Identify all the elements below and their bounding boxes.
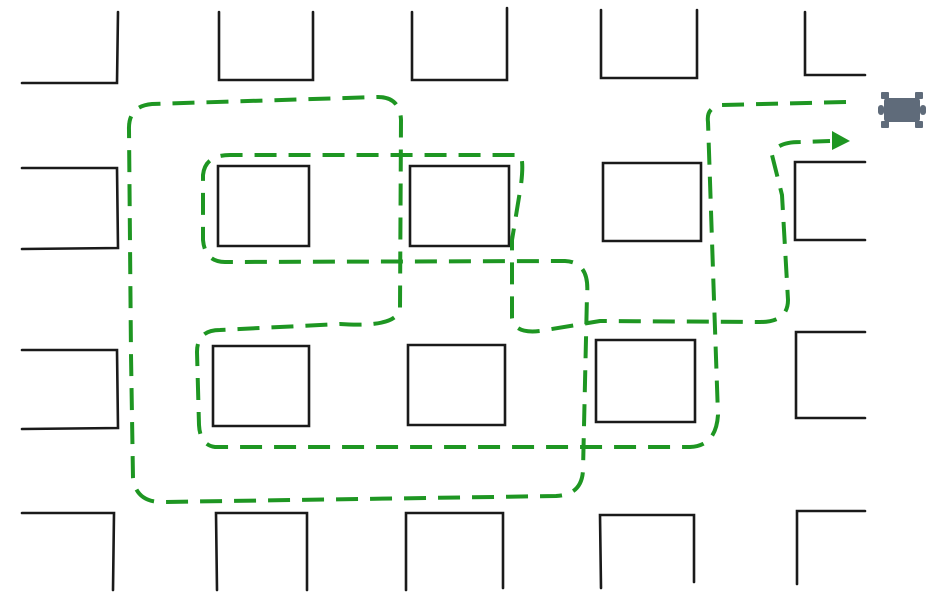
street-block-r3-c4 <box>594 338 697 424</box>
route-path <box>126 95 847 504</box>
street-block-r3-c1 <box>20 348 120 431</box>
car-icon <box>878 92 926 128</box>
street-block-r2-c3 <box>408 164 511 248</box>
street-block-r4-c1 <box>20 511 116 592</box>
street-block-r4-c4 <box>598 513 696 590</box>
street-block-r3-c2 <box>211 344 311 428</box>
street-block-r1-c1 <box>20 10 120 85</box>
street-block-r4-c5 <box>795 509 867 586</box>
street-block-r1-c4 <box>599 8 699 80</box>
street-block-r2-c2 <box>216 164 311 248</box>
street-block-r1-c2 <box>217 10 315 82</box>
street-block-r4-c2 <box>214 511 309 592</box>
street-block-r3-c5 <box>794 330 867 420</box>
street-block-r2-c1 <box>20 166 120 251</box>
street-block-r2-c4 <box>601 161 703 243</box>
street-block-r2-c5 <box>793 160 867 242</box>
route-arrowhead-icon <box>832 131 850 150</box>
street-grid <box>20 6 867 592</box>
route <box>126 95 850 504</box>
street-block-r1-c5 <box>803 10 867 77</box>
street-block-r4-c3 <box>404 511 505 592</box>
street-block-r3-c3 <box>406 343 507 427</box>
street-block-r1-c3 <box>410 6 509 82</box>
